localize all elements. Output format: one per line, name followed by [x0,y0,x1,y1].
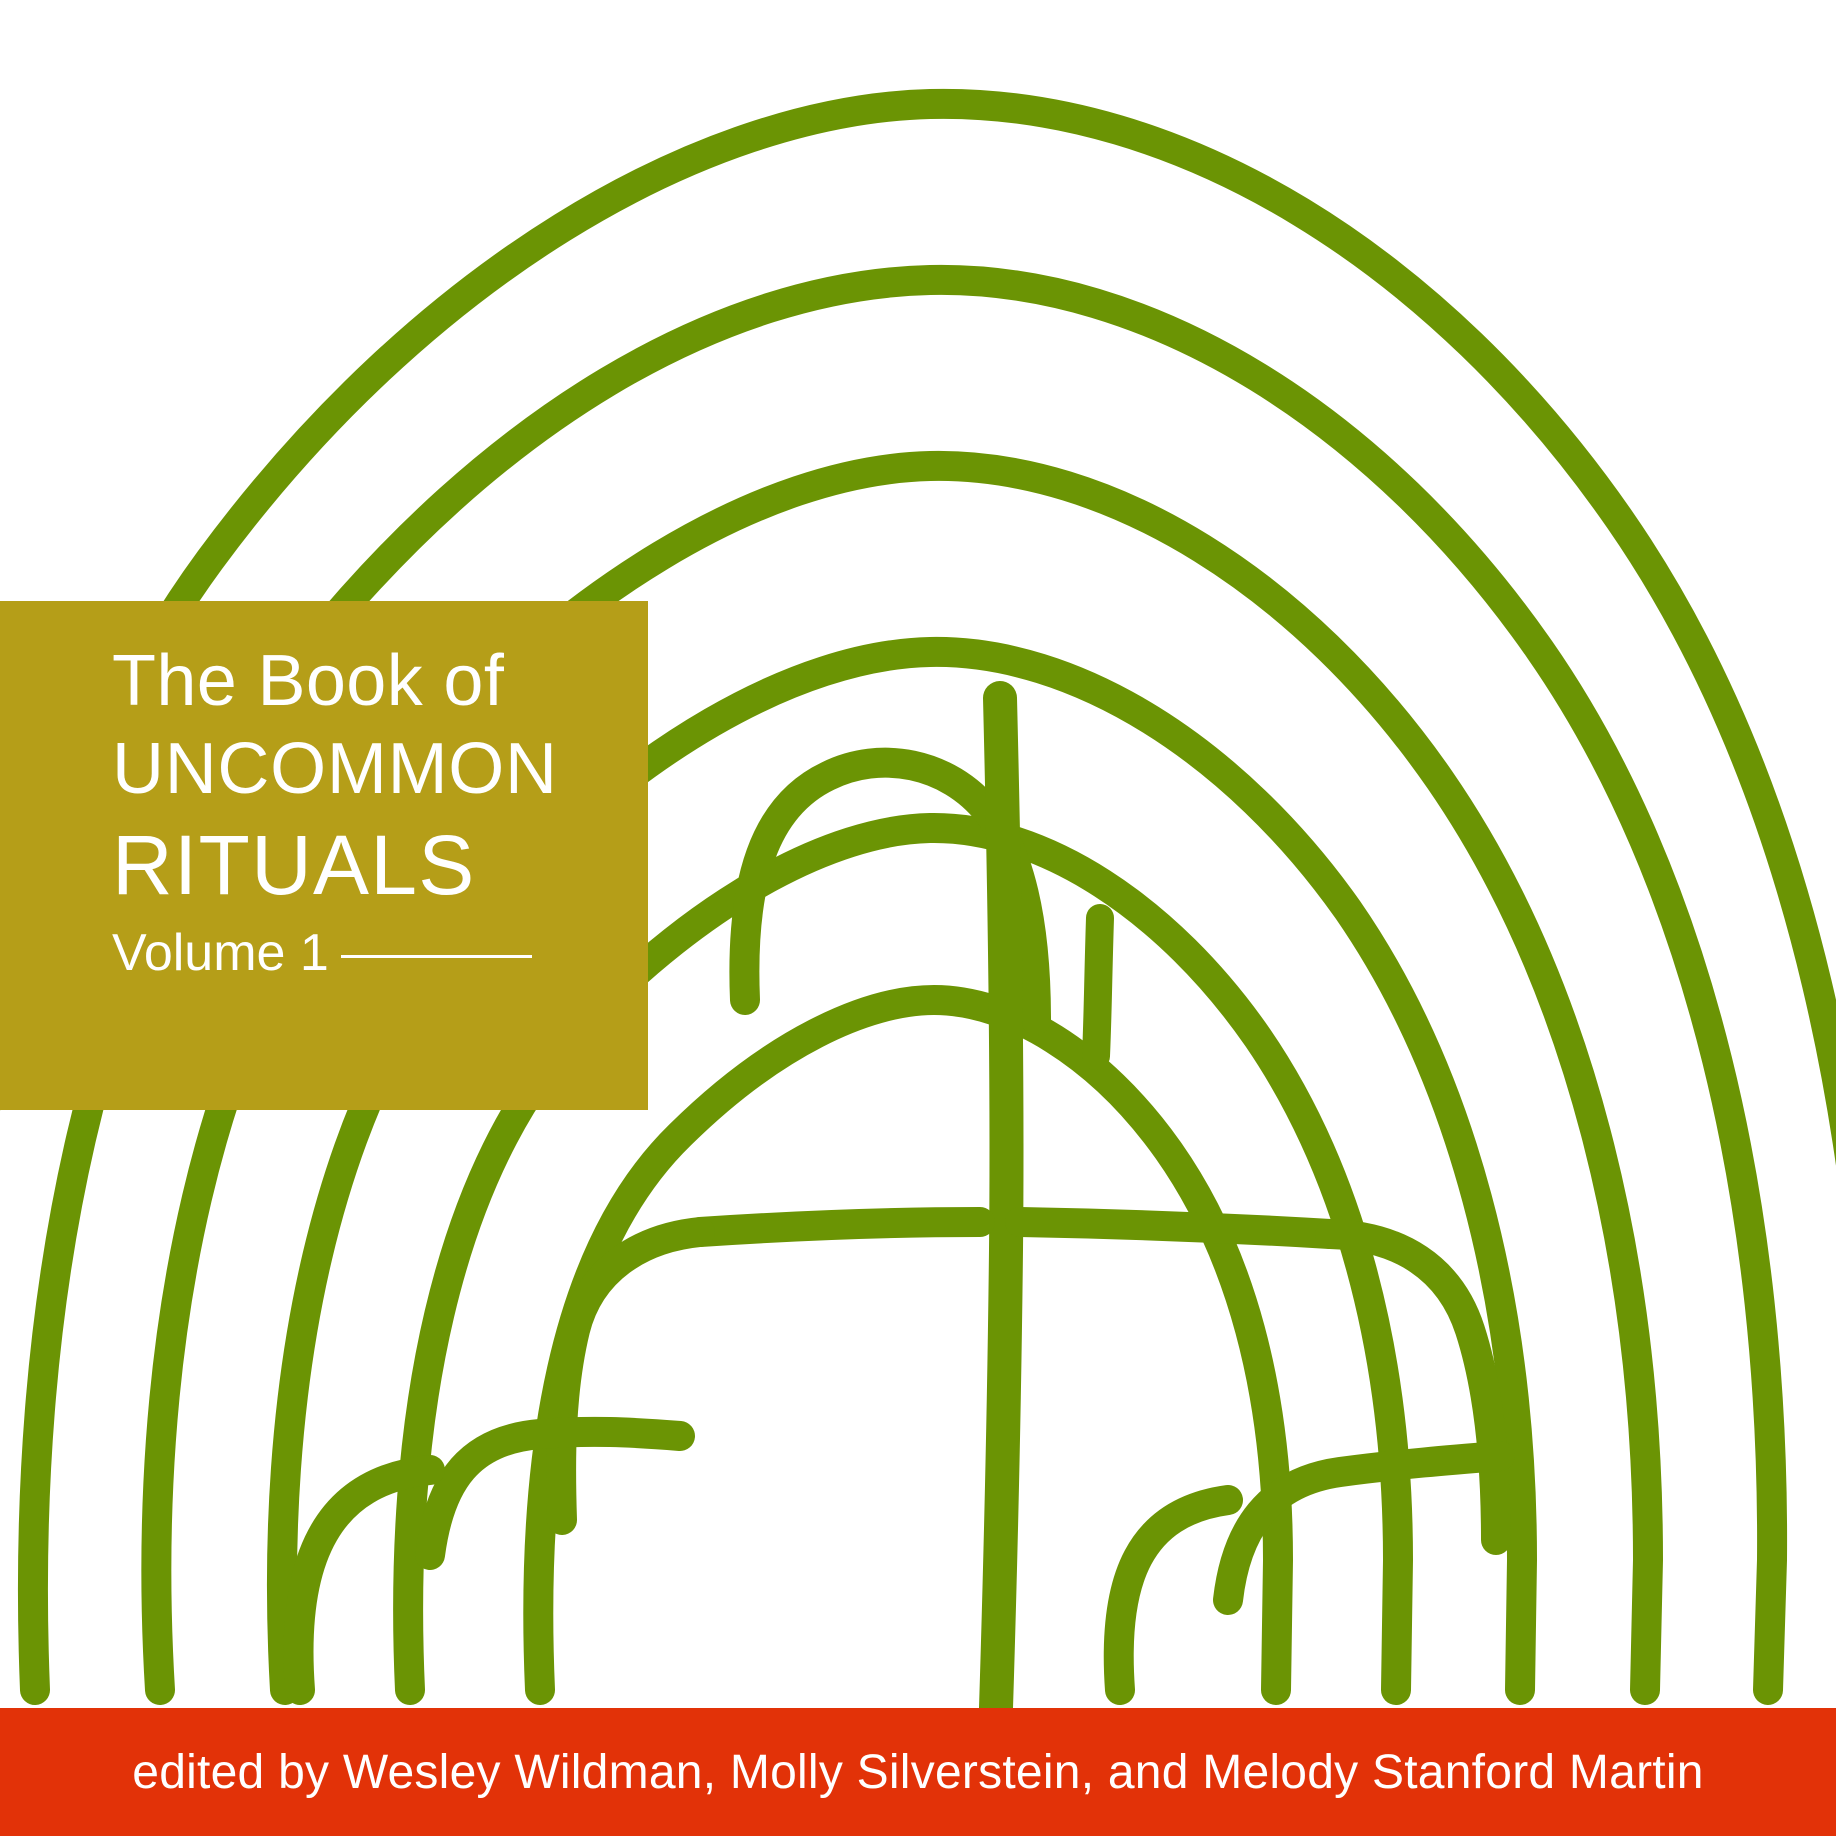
editors-band: edited by Wesley Wildman, Molly Silverst… [0,1708,1836,1836]
labyrinth-ring-4 [266,636,1537,1705]
labyrinth-turn-right-inner [1315,1219,1511,1555]
labyrinth-hook-right-inner [1213,1441,1515,1615]
labyrinth-ring-1 [729,747,1051,1035]
labyrinth-turn-left-lower [283,1455,445,1705]
labyrinth-cross-bar-right [1005,1207,1345,1249]
labyrinth-cross-bar-left [685,1207,995,1247]
volume-rule [340,954,532,958]
volume-row: Volume 1 [112,927,532,979]
labyrinth-turn-right-lower [1103,1485,1243,1705]
editors-credit: edited by Wesley Wildman, Molly Silverst… [132,1745,1704,1799]
volume-label: Volume 1 [112,924,329,982]
title-block: The Book of UNCOMMON RITUALS Volume 1 [0,601,648,1110]
labyrinth-center-spine [979,681,1024,1725]
labyrinth-ring-3 [393,812,1413,1705]
title-line-uncommon: UNCOMMON [112,729,558,809]
title-line-the-book-of: The Book of [112,641,505,721]
labyrinth-inner-stub [1082,904,1114,1070]
labyrinth-ring-2 [523,985,1293,1705]
labyrinth-hook-left-inner [415,1416,695,1570]
title-line-rituals: RITUALS [112,818,476,912]
labyrinth-turn-left-inner [546,1217,715,1535]
